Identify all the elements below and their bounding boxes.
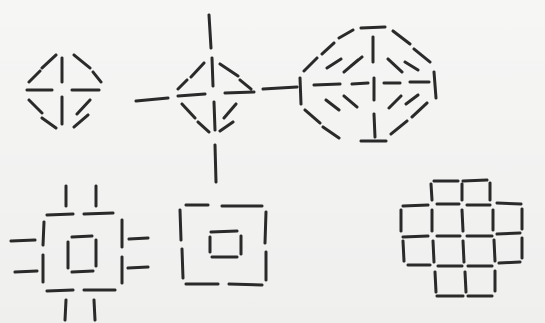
figure-nested-squares bbox=[180, 205, 266, 285]
figure-square-with-arms bbox=[11, 186, 148, 320]
figure-small-diamond-cross bbox=[27, 55, 101, 128]
figure-diamond-cross-with-arms bbox=[136, 15, 297, 182]
figure-large-octagon-diamond bbox=[300, 27, 436, 141]
figure-grid-of-cells bbox=[401, 180, 522, 296]
